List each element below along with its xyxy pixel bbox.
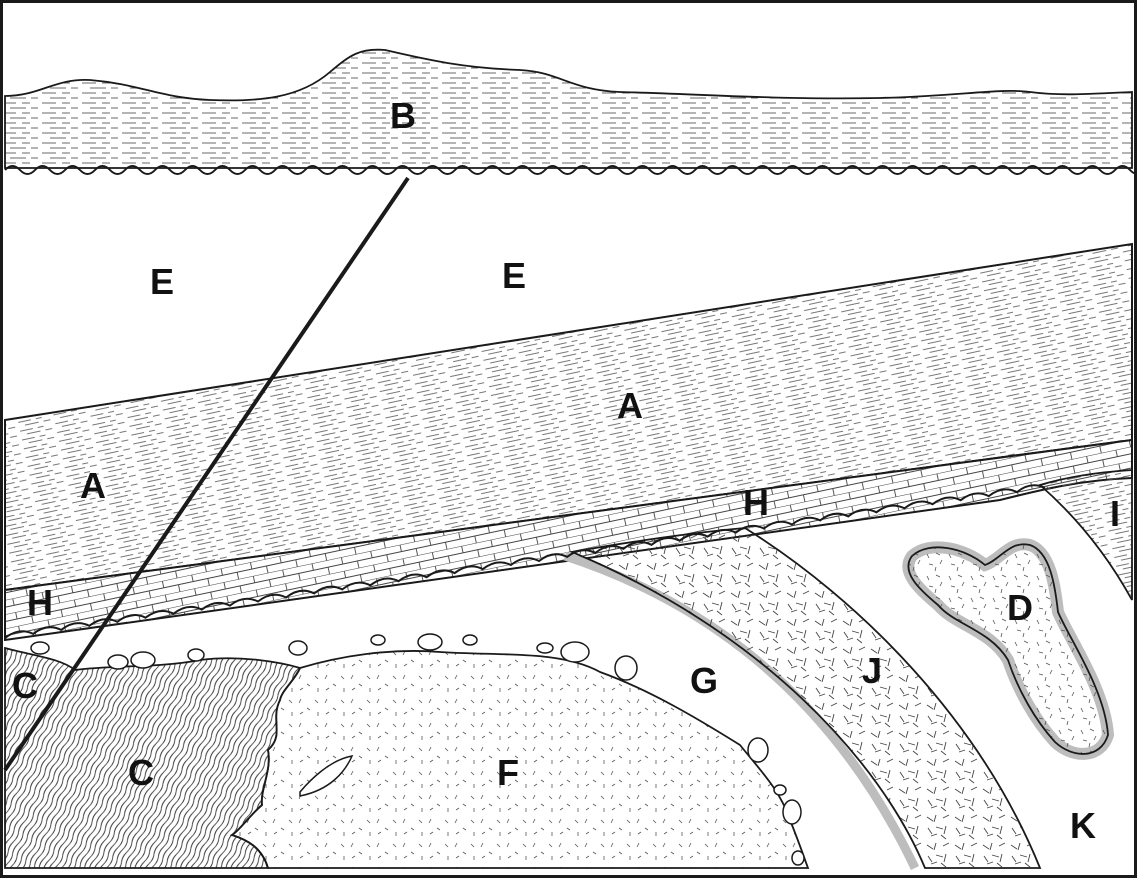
label-i: I — [1110, 493, 1120, 534]
label-d: D — [1007, 587, 1033, 628]
layer-f — [229, 650, 810, 869]
labels: B E E A A H H I C C F G J D K — [12, 95, 1120, 846]
layer-i — [1038, 469, 1133, 601]
label-a-right: A — [617, 385, 643, 426]
label-h-right: H — [743, 482, 769, 523]
label-c-small: C — [12, 665, 38, 706]
label-h-left: H — [27, 582, 53, 623]
unconformity-b — [4, 165, 1137, 175]
label-e-left: E — [150, 261, 174, 302]
layer-b — [4, 48, 1133, 169]
layer-d — [907, 543, 1109, 755]
unconformity-h-base — [4, 484, 1046, 639]
label-a-left: A — [80, 465, 106, 506]
label-j: J — [862, 650, 882, 691]
label-b: B — [390, 95, 416, 136]
xenoliths — [30, 633, 805, 866]
label-f: F — [497, 752, 519, 793]
layer-j — [568, 527, 1042, 869]
label-g: G — [690, 660, 718, 701]
label-e-right: E — [502, 255, 526, 296]
fault — [3, 176, 410, 772]
label-k: K — [1070, 805, 1096, 846]
label-c-large: C — [128, 752, 154, 793]
